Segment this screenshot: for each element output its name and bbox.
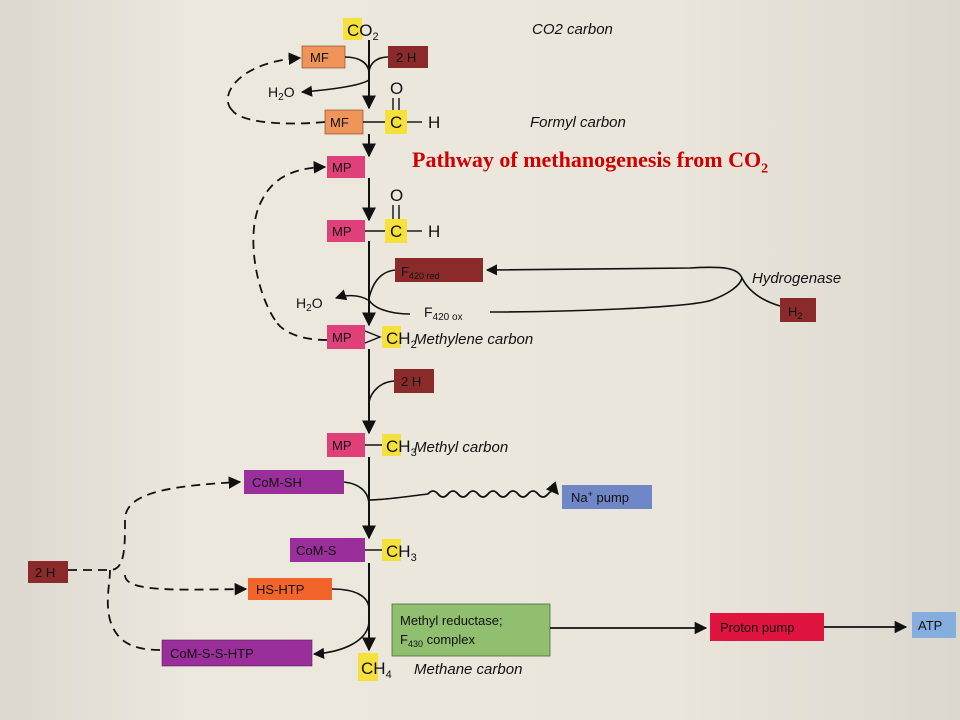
mf-merge-arrow — [344, 56, 370, 73]
mf-label: MF — [310, 50, 329, 65]
na-pump-wavy-arrow — [427, 481, 559, 498]
formyl-mf-label: MF — [330, 115, 349, 130]
methylene-carbon-label: Methylene carbon — [414, 331, 533, 348]
f420-ox-label: F420 ox — [424, 304, 463, 323]
mp-label: MP — [332, 160, 352, 175]
two-h-box — [388, 46, 428, 68]
mf-recycle-dashed-arrow — [226, 52, 302, 111]
proton-pump-box — [710, 613, 824, 641]
na-pump-label: Na+ pump — [571, 489, 629, 505]
formyl-carbon-box — [385, 110, 407, 134]
formyl-mp-carbon-atom: C — [390, 222, 402, 241]
com-s-s-htp-box — [161, 639, 313, 667]
heterodisulfide-recycle-dashed-line — [106, 569, 161, 651]
f420-red-box — [395, 258, 483, 282]
hydrogenase-label: Hydrogenase — [752, 270, 841, 287]
hs-htp-box — [248, 578, 332, 600]
com-sh-recycle-dashed-arrow — [68, 476, 242, 571]
heterodisulfide-release-arrow — [312, 621, 370, 659]
formyl-mp-oxygen-atom: O — [390, 186, 403, 205]
ch2-label: CH2 — [386, 329, 417, 351]
methane-carbon-box — [358, 653, 378, 681]
two-h-merge-arrow-2 — [368, 380, 395, 403]
com-s-carbon-box — [382, 539, 401, 561]
methylene-mp-box — [327, 325, 365, 349]
two-h-merge-arrow — [368, 56, 389, 73]
methyl-mp-label: MP — [332, 438, 352, 453]
com-s-s-htp-label: CoM-S-S-HTP — [170, 646, 254, 661]
co2-label: CO2 — [347, 21, 379, 43]
methyl-reductase-box — [391, 603, 551, 657]
formyl-hydrogen-atom: H — [428, 113, 440, 132]
h2o-release-arrow-2 — [334, 289, 369, 301]
h2-box — [780, 298, 816, 322]
ch3-label-2: CH3 — [386, 542, 417, 564]
methyl-carbon-box — [382, 434, 401, 456]
two-h-box-left — [28, 561, 68, 583]
methyl-reductase-line2: F430 complex — [400, 632, 476, 649]
methylene-mp-label: MP — [332, 330, 352, 345]
two-h-box-2 — [394, 369, 434, 393]
co2-carbon-label: CO2 carbon — [532, 21, 613, 38]
two-h-label-left: 2 H — [35, 565, 55, 580]
com-sh-box — [244, 470, 344, 494]
formyl-mp-label: MP — [332, 224, 352, 239]
pathway-title-subscript: 2 — [761, 161, 769, 177]
methylene-carbon-box — [382, 326, 401, 348]
hs-htp-recycle-dashed-arrow — [124, 574, 248, 596]
f420-red-merge-arrow — [368, 269, 396, 299]
methyl-mp-box — [327, 433, 365, 457]
hydrogenase-loop-lower — [489, 277, 743, 313]
h2-input-line — [741, 277, 781, 307]
mf-recycle-dashed-line — [231, 109, 326, 125]
mp-box — [327, 156, 365, 178]
h2o-release-arrow-1 — [300, 79, 370, 97]
formyl-mf-box — [324, 109, 364, 135]
h2o-label-2: H2O — [296, 295, 323, 314]
mp-recycle-dashed-arrow — [252, 161, 327, 321]
com-sh-label: CoM-SH — [252, 475, 302, 490]
double-bond-wedge — [364, 330, 382, 344]
proton-pump-label: Proton pump — [720, 620, 794, 635]
pathway-title-main: Pathway of methanogenesis from CO — [412, 147, 762, 172]
ch3-label: CH3 — [386, 437, 417, 459]
formyl-oxygen-atom: O — [390, 79, 403, 98]
formyl-mp-hydrogen-atom: H — [428, 222, 440, 241]
hs-htp-label: HS-HTP — [256, 582, 304, 597]
atp-label: ATP — [918, 618, 942, 633]
com-s-box — [290, 538, 365, 562]
f420-ox-line — [368, 299, 411, 315]
pathway-title: Pathway of methanogenesis from CO2 — [412, 147, 768, 177]
two-h-label: 2 H — [396, 50, 416, 65]
com-s-label: CoM-S — [296, 543, 337, 558]
formyl-mp-box — [327, 220, 365, 242]
formyl-carbon-atom: C — [390, 113, 402, 132]
formyl-mp-carbon-box — [385, 219, 407, 243]
mp-recycle-dashed-line — [274, 319, 328, 341]
ch4-label: CH4 — [361, 659, 392, 681]
atp-box — [912, 612, 956, 638]
h2o-label-1: H2O — [268, 84, 295, 103]
methyl-carbon-label: Methyl carbon — [414, 439, 508, 456]
na-pump-box — [562, 485, 652, 509]
co2-carbon-box — [343, 18, 362, 40]
com-sh-merge-arrow — [343, 481, 370, 506]
hydrogenase-loop-upper — [485, 264, 743, 279]
formyl-carbon-label: Formyl carbon — [530, 114, 626, 131]
methyl-reductase-line1: Methyl reductase; — [400, 613, 503, 628]
hs-htp-merge-arrow — [331, 588, 370, 609]
two-h-label-2: 2 H — [401, 374, 421, 389]
methane-carbon-label: Methane carbon — [414, 661, 522, 678]
